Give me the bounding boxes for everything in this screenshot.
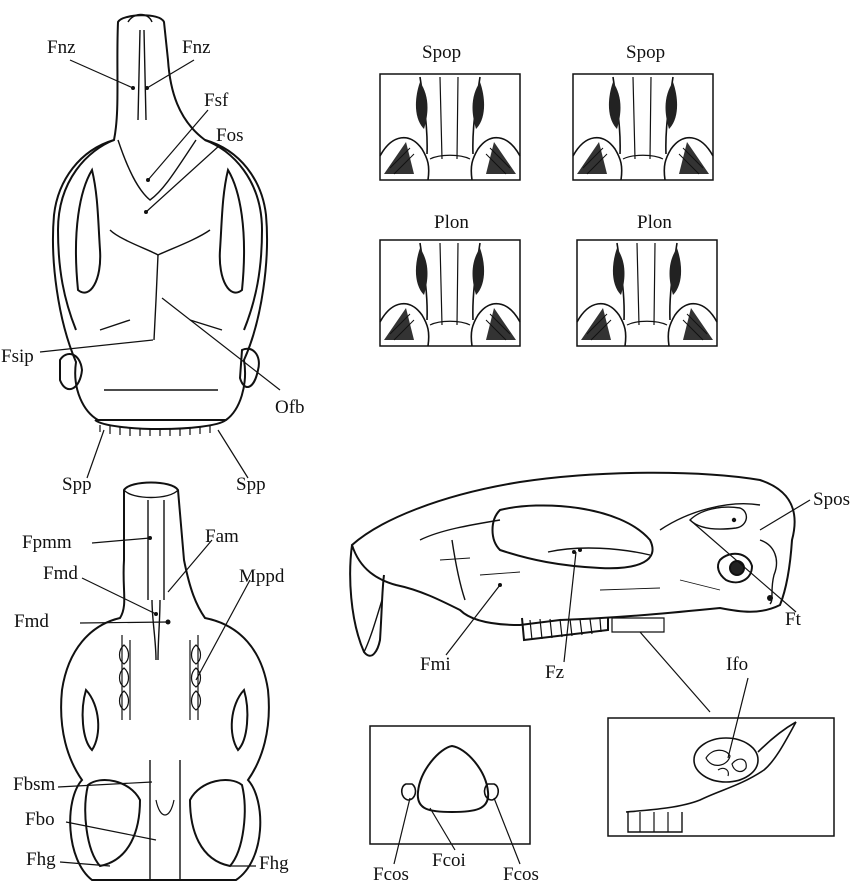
lateral-skull-drawing bbox=[350, 473, 794, 656]
label-fcos-right: Fcos bbox=[503, 865, 539, 885]
inset-spop-1 bbox=[380, 74, 520, 180]
inset-spop-2 bbox=[573, 74, 713, 180]
label-ofb: Ofb bbox=[275, 398, 305, 418]
label-fbo: Fbo bbox=[25, 810, 55, 830]
ventral-skull-pointers bbox=[58, 538, 256, 866]
label-fz: Fz bbox=[545, 663, 564, 683]
label-spop-2: Spop bbox=[626, 43, 665, 63]
label-fhg-right: Fhg bbox=[259, 854, 289, 874]
dorsal-foramina bbox=[131, 86, 150, 214]
inset-ifo bbox=[608, 718, 834, 836]
dorsal-skull-drawing bbox=[53, 15, 267, 437]
label-fnz-right: Fnz bbox=[182, 38, 211, 58]
label-fbsm: Fbsm bbox=[13, 775, 55, 795]
label-fmd-upper: Fmd bbox=[43, 564, 78, 584]
inset-occipital bbox=[370, 726, 530, 844]
label-fos: Fos bbox=[216, 126, 243, 146]
label-spop-1: Spop bbox=[422, 43, 461, 63]
label-mppd: Mppd bbox=[239, 567, 284, 587]
label-ft: Ft bbox=[785, 610, 801, 630]
lateral-skull-pointers bbox=[446, 500, 810, 712]
label-fcos-left: Fcos bbox=[373, 865, 409, 885]
label-plon-1: Plon bbox=[434, 213, 469, 233]
label-spos: Spos bbox=[813, 490, 850, 510]
label-fnz-left: Fnz bbox=[47, 38, 76, 58]
inset-plon-2 bbox=[577, 240, 717, 346]
label-fmi: Fmi bbox=[420, 655, 451, 675]
label-fpmm: Fpmm bbox=[22, 533, 72, 553]
label-fcoi: Fcoi bbox=[432, 851, 466, 871]
label-ifo: Ifo bbox=[726, 655, 748, 675]
label-fhg-left: Fhg bbox=[26, 850, 56, 870]
label-plon-2: Plon bbox=[637, 213, 672, 233]
label-fmd-lower: Fmd bbox=[14, 612, 49, 632]
label-fsf: Fsf bbox=[204, 91, 228, 111]
label-spp-left: Spp bbox=[62, 475, 92, 495]
label-spp-right: Spp bbox=[236, 475, 266, 495]
label-fsip: Fsip bbox=[1, 347, 34, 367]
inset-plon-1 bbox=[380, 240, 520, 346]
label-fam: Fam bbox=[205, 527, 239, 547]
